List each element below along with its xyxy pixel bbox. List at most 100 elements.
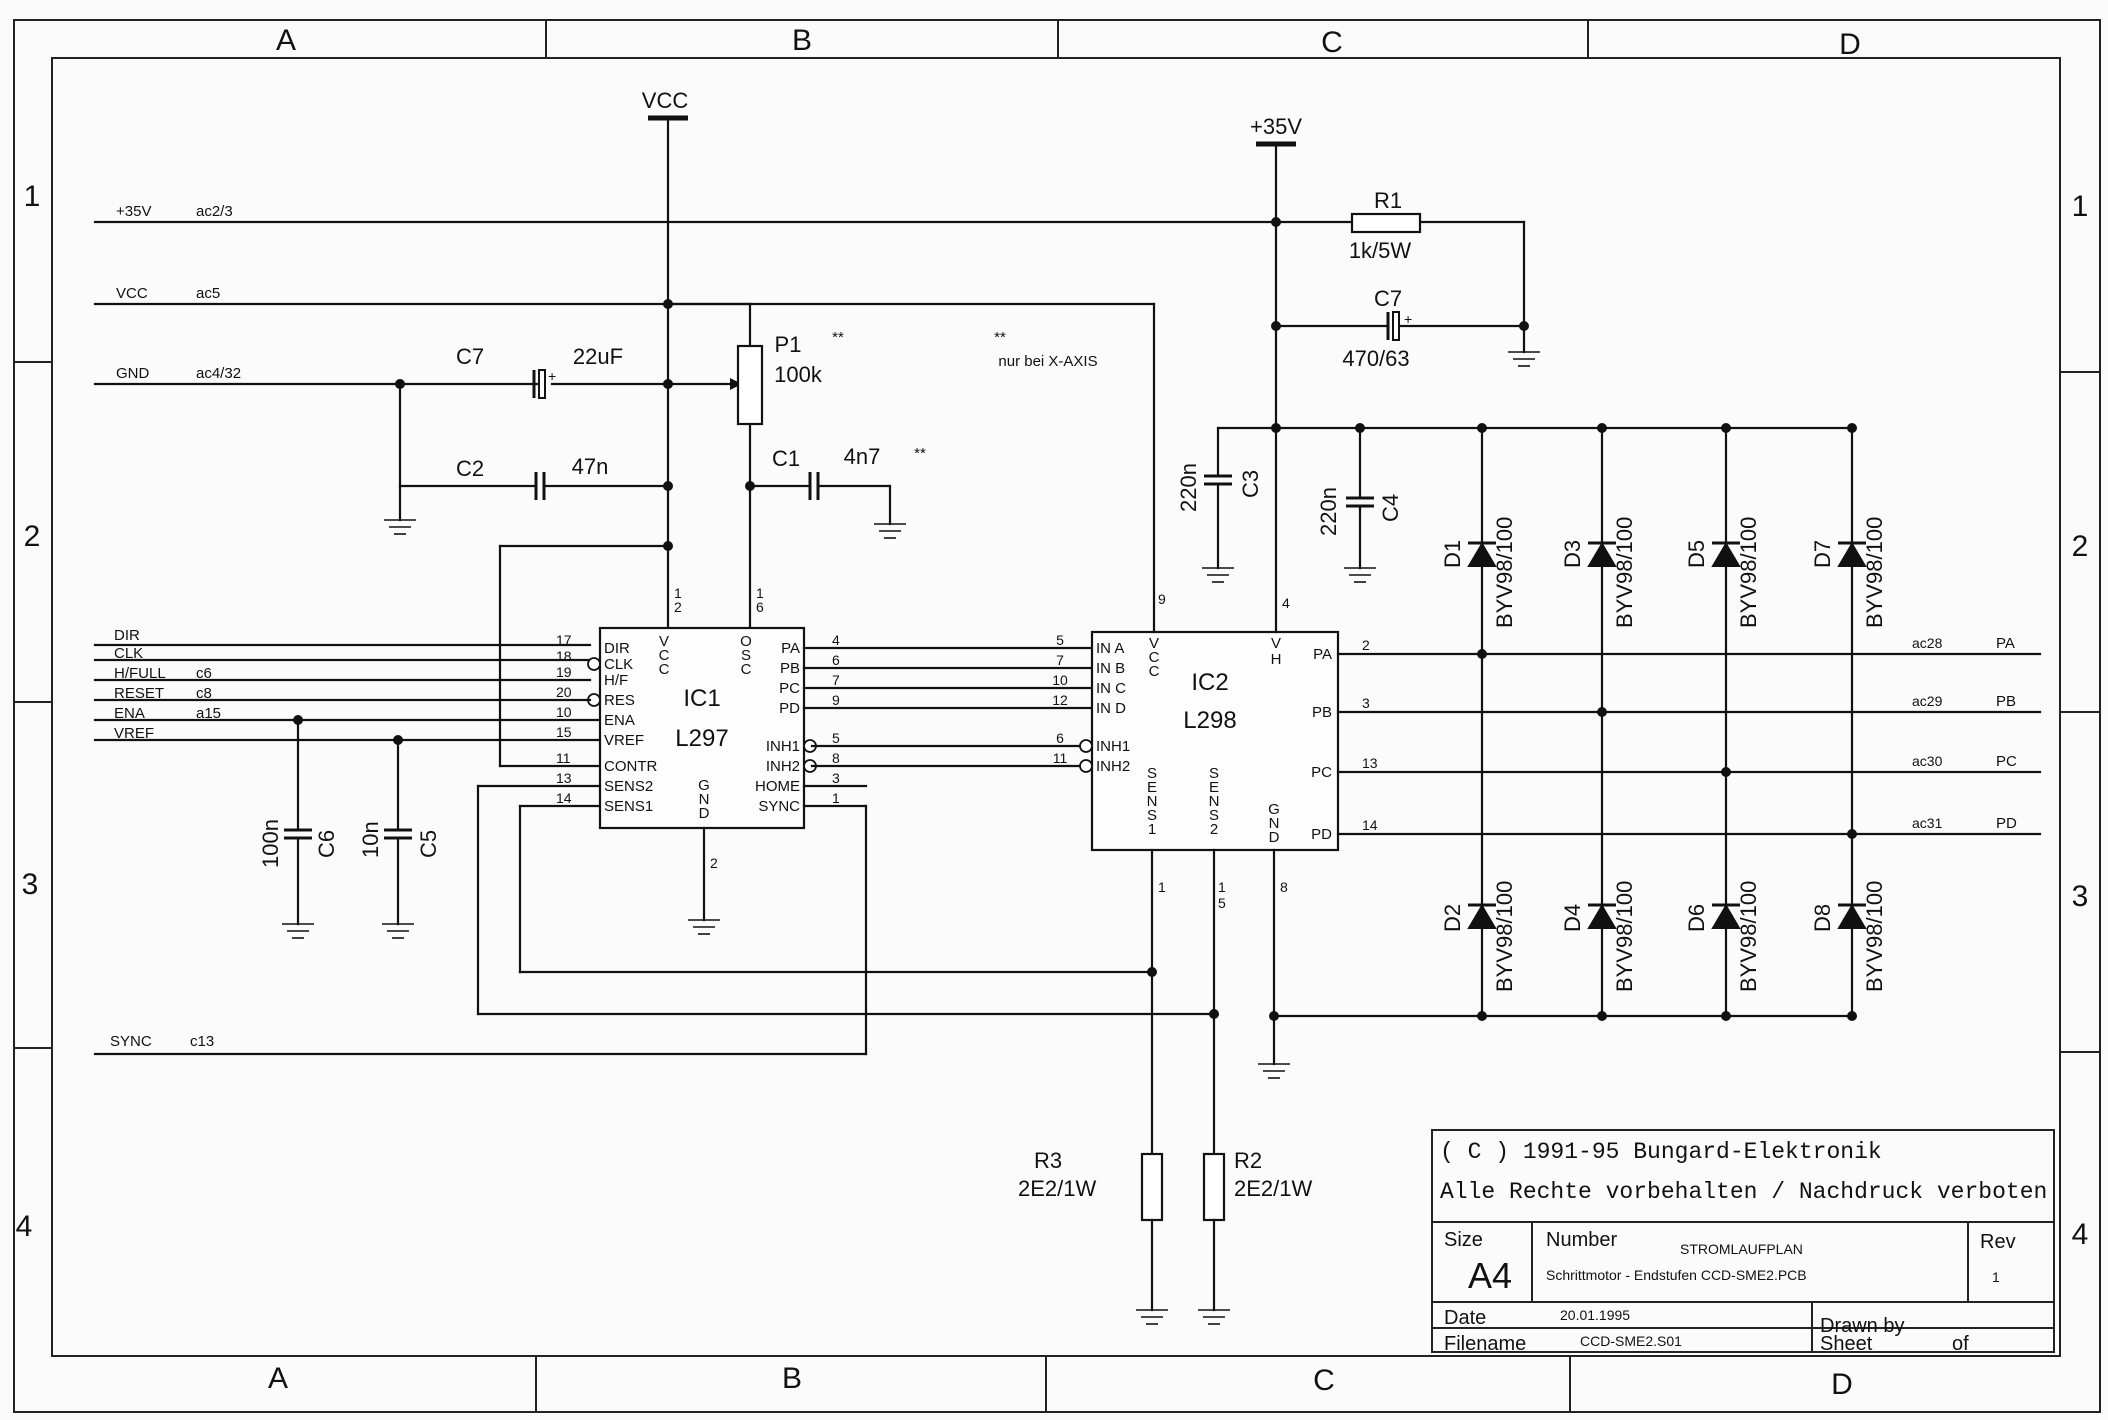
tb-filename-label: Filename	[1444, 1333, 1526, 1355]
ic1-pin-num: 19	[556, 664, 572, 680]
output-name-pa: PA	[1996, 635, 2015, 652]
ic1-pin-name-inh1: INH1	[766, 738, 800, 755]
output-pin-ac31: ac31	[1912, 815, 1943, 831]
output-pin-ac29: ac29	[1912, 693, 1943, 709]
junction-dot	[1209, 1009, 1219, 1019]
conn-gnd-pin: ac4/32	[196, 365, 241, 382]
diode-ref-d3: D3	[1560, 540, 1585, 568]
conn-gnd-name: GND	[116, 365, 150, 382]
zone-row-1-right: 1	[2072, 190, 2089, 223]
zone-col-c-top: C	[1321, 26, 1343, 59]
tb-date-label: Date	[1444, 1307, 1486, 1329]
capacitor-c4: 220n C4	[1316, 487, 1403, 536]
zone-row-2-left: 2	[24, 520, 41, 553]
diode-part-d6: BYV98/100	[1736, 881, 1761, 992]
connector-labels: +35V ac2/3 VCC ac5 GND ac4/32 DIR CLK H/…	[110, 203, 241, 1050]
diode-ref-d7: D7	[1810, 540, 1835, 568]
tb-filename: CCD-SME2.S01	[1580, 1333, 1682, 1349]
svg-text:2: 2	[674, 599, 682, 615]
junction-dot	[745, 481, 755, 491]
output-lines	[1272, 652, 2042, 1018]
diode-d2-body	[1467, 904, 1497, 929]
diode-part-d1: BYV98/100	[1492, 517, 1517, 628]
diode-d3-body	[1587, 542, 1617, 567]
zone-row-1-left: 1	[24, 180, 41, 213]
conn-reset-name: RESET	[114, 685, 164, 702]
x-axis-note: nur bei X-AXIS	[998, 353, 1097, 370]
diode-part-d3: BYV98/100	[1612, 517, 1637, 628]
c1-ref: C1	[772, 446, 800, 471]
diode-d8-body	[1837, 904, 1867, 929]
tb-copyright: ( C ) 1991-95 Bungard-Elektronik	[1440, 1139, 1882, 1165]
c3-ref: C3	[1238, 470, 1263, 498]
svg-text:S: S	[1209, 765, 1219, 782]
vcc-rail: VCC	[642, 88, 688, 121]
capacitor-c6: 100n C6	[258, 718, 339, 926]
c2-ref: C2	[456, 456, 484, 481]
tb-sheet-label: Sheet	[1820, 1333, 1873, 1355]
r3-value: 2E2/1W	[1018, 1176, 1096, 1201]
svg-text:5: 5	[1218, 895, 1226, 911]
junction-dot	[1597, 423, 1607, 433]
junction-dot	[393, 735, 403, 745]
svg-text:G: G	[698, 777, 710, 794]
conn-vcc-name: VCC	[116, 285, 148, 302]
junction-dot	[395, 379, 405, 389]
ic1-pin-name-home: HOME	[755, 778, 800, 795]
capacitor-c2: C2 47n	[456, 454, 608, 500]
ic1-pin-name-pd: PD	[779, 700, 800, 717]
svg-text:N: N	[1209, 793, 1220, 810]
svg-text:C: C	[1149, 663, 1160, 680]
ic2-pin-name-ind: IN D	[1096, 700, 1126, 717]
svg-text:D: D	[699, 805, 710, 822]
resistor-r1: R1 1k/5W	[1349, 188, 1422, 263]
c1-value: 4n7	[844, 444, 881, 469]
conn-reset-pin: c8	[196, 685, 212, 702]
zone-row-3-left: 3	[22, 868, 39, 901]
ic1-pin-name-hf: H/F	[604, 672, 628, 689]
c7-right-ref: C7	[1374, 286, 1402, 311]
svg-text:N: N	[1147, 793, 1158, 810]
capacitor-c5: 10n C5	[358, 738, 441, 926]
ic1-pin-name-ena: ENA	[604, 712, 635, 729]
svg-text:C: C	[1149, 649, 1160, 666]
connector-nets	[93, 220, 1278, 1056]
tb-rev: 1	[1992, 1269, 2000, 1285]
tb-rights: Alle Rechte vorbehalten / Nachdruck verb…	[1440, 1179, 2047, 1205]
ic2-pin-name-pd: PD	[1311, 826, 1332, 843]
ic1-pin-name-pc: PC	[779, 680, 800, 697]
ic1-pin-num: 18	[556, 648, 572, 664]
c5-ref: C5	[416, 830, 441, 858]
svg-text:1: 1	[1148, 821, 1156, 838]
ic1-part: L297	[675, 725, 728, 752]
junction-dot	[1847, 829, 1857, 839]
diode-ref-d5: D5	[1684, 540, 1709, 568]
conn-sync-pin: c13	[190, 1033, 214, 1050]
zone-row-4-right: 4	[2072, 1218, 2089, 1251]
svg-text:N: N	[1269, 815, 1280, 832]
diode-ref-d4: D4	[1560, 904, 1585, 932]
title-block: ( C ) 1991-95 Bungard-Elektronik Alle Re…	[1431, 1129, 2055, 1355]
ic2-pin-name-inh1: INH1	[1096, 738, 1130, 755]
ic1-ic2-bus	[802, 646, 1094, 768]
junction-dot	[1477, 649, 1487, 659]
tb-subtitle: Schrittmotor - Endstufen CCD-SME2.PCB	[1546, 1267, 1807, 1283]
resistor-r3: R3 2E2/1W	[1018, 1148, 1164, 1312]
tb-size: A4	[1468, 1255, 1512, 1296]
ic1-pin-name-vref: VREF	[604, 732, 644, 749]
ic1-pin-num: 3	[832, 770, 840, 786]
c7-left-value: 22uF	[573, 344, 623, 369]
junction-dot	[1271, 217, 1281, 227]
svg-text:V: V	[1149, 635, 1159, 652]
p1-value: 100k	[774, 362, 823, 387]
ic2-pin-num: 3	[1362, 695, 1370, 711]
r3-ref: R3	[1034, 1148, 1062, 1173]
conn-vcc-pin: ac5	[196, 285, 220, 302]
svg-text:N: N	[699, 791, 710, 808]
ic1-pin-num: 13	[556, 770, 572, 786]
ic1-pin-num: 4	[832, 632, 840, 648]
